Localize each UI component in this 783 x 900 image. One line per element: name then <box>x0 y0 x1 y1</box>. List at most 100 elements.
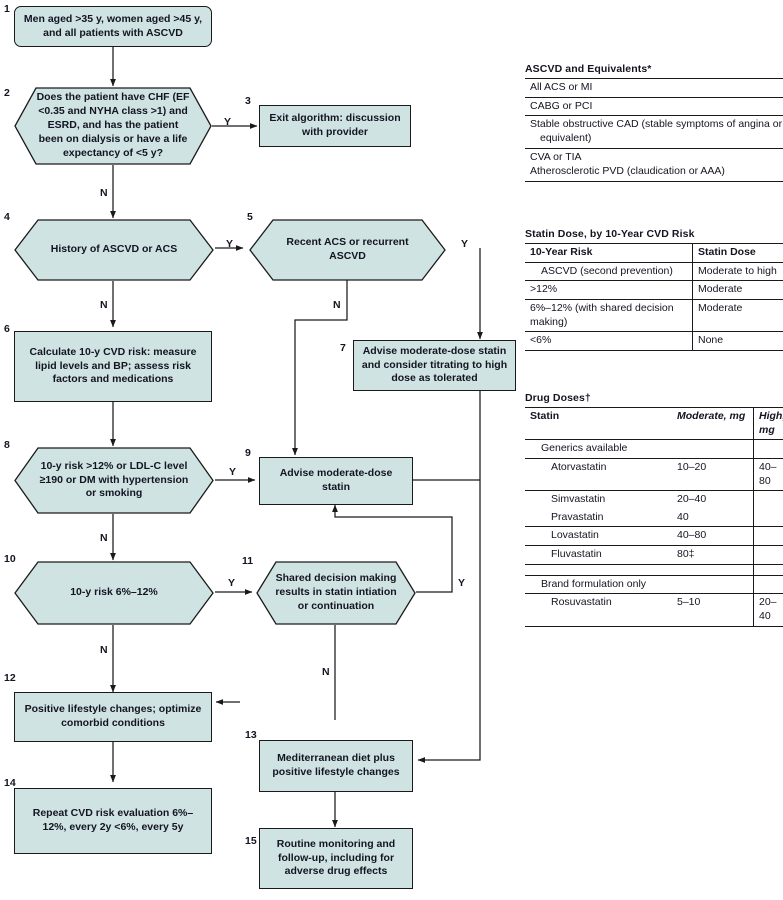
hexagon-shape-5 <box>249 219 446 281</box>
node-number-12: 12 <box>4 672 16 684</box>
node-7-advise-moderate-titrate: Advise moderate-dose statin and consider… <box>353 340 516 391</box>
drug-statin-7: Brand formulation only <box>525 575 672 595</box>
node-6-text: Calculate 10-y CVD risk: measure lipid l… <box>29 345 197 386</box>
drug-moderate-5: 80‡ <box>672 545 754 565</box>
drug-statin-1: Atorvastatin <box>525 458 672 492</box>
drug-header-1: Moderate, mg <box>672 406 754 441</box>
branch-label-4-yes: Y <box>226 238 234 250</box>
table-statin-dose: Statin Dose, by 10-Year CVD Risk 10-Year… <box>525 228 783 351</box>
drug-statin-8: Rosuvastatin <box>525 593 672 627</box>
node-2-chf-esrd-decision: Does the patient have CHF (EF <0.35 and … <box>14 87 212 165</box>
drug-statin-4: Lovastatin <box>525 526 672 547</box>
node-number-10: 10 <box>4 553 16 565</box>
hexagon-shape-11 <box>256 561 416 625</box>
table-row: <6% None <box>525 331 783 351</box>
table-row: Brand formulation only <box>525 575 783 595</box>
drug-statin-5: Fluvastatin <box>525 545 672 565</box>
statin-dose-dose-3: None <box>692 331 783 351</box>
branch-label-8-yes: Y <box>229 466 237 478</box>
node-number-4: 4 <box>4 211 10 223</box>
node-4-history-ascvd-decision: History of ASCVD or ACS <box>14 219 214 281</box>
node-5-text: Recent ACS or recurrent ASCVD <box>286 236 409 262</box>
statin-dose-header-1: Statin Dose <box>692 243 783 263</box>
table-row: Pravastatin 40 <box>525 508 783 528</box>
node-number-8: 8 <box>4 439 10 451</box>
ascvd-row-4: Atherosclerotic PVD (claudication or AAA… <box>525 164 783 182</box>
hexagon-shape-4 <box>14 219 214 281</box>
node-11-shared-decision-making: Shared decision making results in statin… <box>256 561 416 625</box>
table-row: Atorvastatin 10–20 40–80 <box>525 458 783 492</box>
table-row: Simvastatin 20–40 <box>525 490 783 509</box>
drug-moderate-7 <box>672 575 754 595</box>
ascvd-row-2: Stable obstructive CAD (stable symptoms … <box>525 115 783 149</box>
ascvd-row-1: CABG or PCI <box>525 97 783 117</box>
node-number-7: 7 <box>340 342 346 354</box>
table-row: Stable obstructive CAD (stable symptoms … <box>525 115 783 149</box>
statin-dose-risk-2: 6%–12% (with shared decision making) <box>525 299 693 333</box>
branch-label-5-yes: Y <box>461 238 469 250</box>
node-3-exit-algorithm: Exit algorithm: discussion with provider <box>259 105 411 147</box>
node-10-intermediate-risk-decision: 10-y risk 6%–12% <box>14 561 214 625</box>
node-12-text: Positive lifestyle changes; optimize com… <box>24 703 202 729</box>
node-1-text: Men aged >35 y, women aged >45 y, and al… <box>23 12 203 39</box>
drug-moderate-8: 5–10 <box>672 593 754 627</box>
node-12-lifestyle-changes: Positive lifestyle changes; optimize com… <box>14 692 212 742</box>
branch-label-2-yes: Y <box>224 116 232 128</box>
node-7-text: Advise moderate-dose statin and consider… <box>361 344 508 385</box>
node-4-text: History of ASCVD or ACS <box>50 243 178 256</box>
table-row: Lovastatin 40–80 <box>525 526 783 547</box>
table-row: CVA or TIA <box>525 148 783 164</box>
drug-statin-3: Pravastatin <box>525 508 672 528</box>
table-row: Rosuvastatin 5–10 20–40 <box>525 593 783 627</box>
drug-high-2 <box>753 490 783 509</box>
statin-dose-risk-1: >12% <box>525 280 693 300</box>
wire-7-to-13 <box>417 391 481 764</box>
node-number-14: 14 <box>4 777 16 789</box>
node-number-2: 2 <box>4 87 10 99</box>
node-3-text: Exit algorithm: discussion with provider <box>269 112 401 138</box>
drug-header-0: Statin <box>525 406 672 441</box>
table-ascvd-equivalents: ASCVD and Equivalents* All ACS or MI CAB… <box>525 63 783 182</box>
drug-header-2: High, mg <box>753 406 783 441</box>
table-row: CABG or PCI <box>525 97 783 117</box>
table-row: Atherosclerotic PVD (claudication or AAA… <box>525 164 783 182</box>
node-10-text: 10-y risk 6%–12% <box>70 586 158 599</box>
table-row: Generics available <box>525 439 783 459</box>
statin-dose-dose-1: Moderate <box>692 280 783 300</box>
table-ascvd-title: ASCVD and Equivalents* <box>525 63 652 75</box>
drug-high-6 <box>753 564 783 576</box>
branch-label-11-yes: Y <box>458 577 466 589</box>
drug-moderate-0 <box>672 439 754 459</box>
drug-moderate-2: 20–40 <box>677 493 707 506</box>
ascvd-row-3: CVA or TIA <box>530 150 582 163</box>
hexagon-shape-2 <box>14 87 212 165</box>
node-6-calculate-risk: Calculate 10-y CVD risk: measure lipid l… <box>14 331 212 402</box>
branch-label-10-yes: Y <box>228 577 236 589</box>
node-8-high-risk-decision: 10-y risk >12% or LDL-C level ≥190 or DM… <box>14 447 214 514</box>
node-number-3: 3 <box>245 95 251 107</box>
node-9-advise-moderate-dose-statin: Advise moderate-dose statin <box>259 457 413 505</box>
drug-statin-2: Simvastatin <box>551 493 606 506</box>
table-drug-doses: Drug Doses† Statin Moderate, mg High, mg… <box>525 392 783 627</box>
ascvd-row-0: All ACS or MI <box>525 78 783 98</box>
table-drug-doses-title: Drug Doses† <box>525 392 591 404</box>
node-1-population: Men aged >35 y, women aged >45 y, and al… <box>14 6 212 47</box>
statin-dose-dose-2: Moderate <box>692 299 783 333</box>
table-row: Fluvastatin 80‡ <box>525 545 783 565</box>
branch-label-2-no: N <box>100 187 108 199</box>
node-13-mediterranean-diet: Mediterranean diet plus positive lifesty… <box>259 740 413 792</box>
drug-moderate-4: 40–80 <box>672 526 754 547</box>
branch-label-4-no: N <box>100 299 108 311</box>
table-header-row: 10-Year Risk Statin Dose <box>525 243 783 263</box>
node-15-routine-monitoring: Routine monitoring and follow-up, includ… <box>259 828 413 889</box>
node-8-text: 10-y risk >12% or LDL-C level ≥190 or DM… <box>39 459 189 500</box>
node-number-15: 15 <box>245 835 257 847</box>
statin-dose-risk-0: ASCVD (second prevention) <box>525 262 693 282</box>
drug-statin-0: Generics available <box>525 439 672 459</box>
node-14-repeat-risk-evaluation: Repeat CVD risk evaluation 6%–12%, every… <box>14 788 212 854</box>
branch-label-11-no: N <box>322 666 330 678</box>
statin-dose-header-0: 10-Year Risk <box>525 243 693 263</box>
drug-header-1-text: Moderate, mg <box>677 410 746 422</box>
table-row: ASCVD (second prevention) Moderate to hi… <box>525 262 783 282</box>
table-row: 6%–12% (with shared decision making) Mod… <box>525 299 783 333</box>
